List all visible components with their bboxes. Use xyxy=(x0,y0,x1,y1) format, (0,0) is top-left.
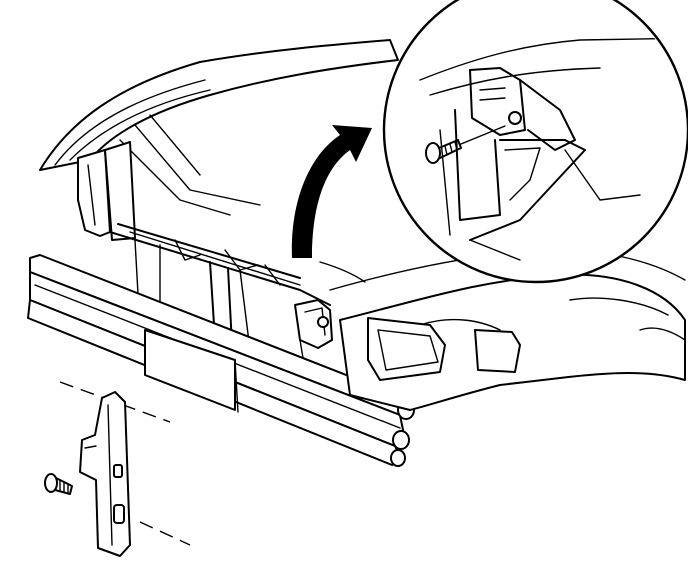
radiator-support xyxy=(77,141,333,373)
fender-and-headlamp xyxy=(319,249,686,411)
detail-callout xyxy=(382,0,688,284)
hood xyxy=(39,39,399,216)
detail-screw-icon xyxy=(425,125,506,164)
bumper-bar xyxy=(27,254,415,467)
curved-arrow-icon xyxy=(291,125,372,258)
bracket-screw-icon xyxy=(44,473,73,495)
detail-latch-plate xyxy=(469,67,526,136)
license-plate-bracket xyxy=(59,381,191,557)
parking-lamp xyxy=(474,329,521,373)
bumper-center-pad xyxy=(144,329,236,411)
